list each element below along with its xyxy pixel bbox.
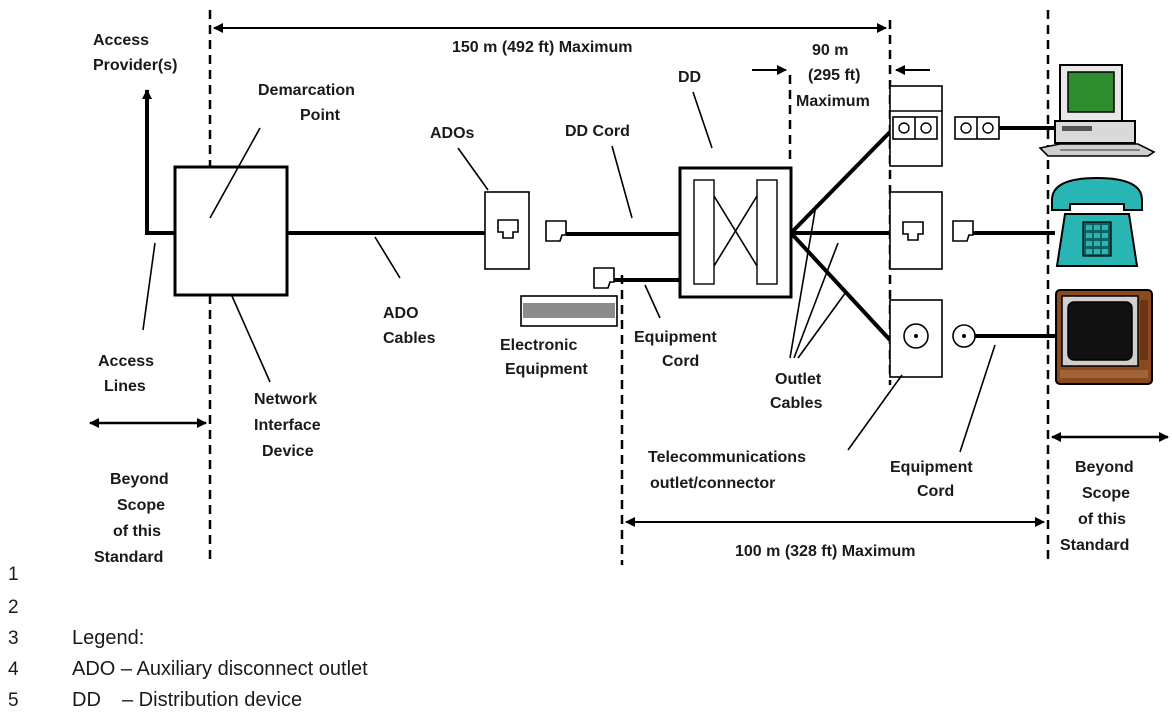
ados-label: ADOs [430,125,475,142]
equipment-cord-right-leader [959,344,996,453]
coax-center [914,334,918,338]
line-number: 1 [8,564,19,585]
beyond-left-label-2: Scope [117,497,165,514]
equipment-cord-mid-label-2: Cord [662,353,699,370]
dd-cord-plug-icon [545,220,567,242]
nid-label-3: Device [262,443,314,460]
dd-cross-connect-2 [713,195,758,267]
outlet-cables-leader-1 [789,204,817,359]
line-number: 4 [8,659,19,680]
legend-ado: ADO – Auxiliary disconnect outlet [72,658,368,680]
legend-dd-abbr: DD [72,689,101,711]
span-90m-label-3: Maximum [796,93,870,110]
dd-panel-left [693,179,715,285]
line-number: 5 [8,690,19,711]
access-provider-label-2: Provider(s) [93,57,177,74]
phone-plug-icon [952,220,974,242]
equipment-cord-mid-label-1: Equipment [634,329,717,346]
dd-panel-right [756,179,778,285]
ado-cables-leader [374,236,401,279]
port-circle [920,122,932,134]
access-provider-label-1: Access [93,32,149,49]
telecom-outlet-label-2: outlet/connector [650,475,775,492]
network-interface-device-box [173,165,289,297]
dd-label: DD [678,69,701,86]
computer-icon [1038,64,1156,157]
electronic-equipment-label-1: Electronic [500,337,577,354]
dd-cord-label: DD Cord [565,123,630,140]
outlet-cables-label-1: Outlet [775,371,822,388]
plug-circle [982,122,994,134]
ado-jack-port-icon [497,219,519,239]
line-number: 3 [8,628,19,649]
beyond-right-label-2: Scope [1082,485,1130,502]
coax-plug-center [962,334,966,338]
equipment-cord-mid-leader [644,284,661,319]
span-100m-label: 100 m (328 ft) Maximum [735,543,916,560]
outlet-cable-bottom [789,231,892,342]
outlet-cables-label-2: Cables [770,395,823,412]
beyond-left-label-3: of this [113,523,161,540]
dd-cord-leader [611,145,633,219]
ado-cables-label-1: ADO [383,305,419,322]
equipment-cord-plug-icon [593,267,615,289]
demarcation-label-1: Demarcation [258,82,355,99]
legend-title: Legend: [72,627,144,649]
telecom-jack-icon [902,221,924,241]
beyond-right-label-3: of this [1078,511,1126,528]
demarcation-label-2: Point [300,107,341,124]
dd-leader [692,91,713,149]
access-lines-label-2: Lines [104,378,146,395]
ados-leader [457,147,489,191]
outlet-cables-leader-2 [793,242,839,359]
equipment-cord-right-label-2: Cord [917,483,954,500]
television-icon [1055,289,1153,385]
plug-circle [960,122,972,134]
equipment-cord-right-label-1: Equipment [890,459,973,476]
nid-label-2: Interface [254,417,321,434]
nid-leader [231,295,271,383]
electronic-equipment-label-2: Equipment [505,361,588,378]
access-lines-leader [142,242,156,331]
outlet-cable-top [789,130,892,235]
demarcation-leader [209,127,261,219]
telecom-outlet-label-1: Telecommunications [648,449,806,466]
telecom-outlet-leader [847,374,903,451]
port-circle [898,122,910,134]
beyond-left-label-4: Standard [94,549,163,566]
span-90m-label-1: 90 m [812,42,848,59]
span-150m-label: 150 m (492 ft) Maximum [452,39,633,56]
nid-label-1: Network [254,391,317,408]
outlet-cables-leader-3 [797,291,847,359]
beyond-right-label-1: Beyond [1075,459,1134,476]
ado-cables-label-2: Cables [383,330,436,347]
legend-dd-desc: – Distribution device [122,689,302,711]
access-lines-label-1: Access [98,353,154,370]
beyond-right-label-4: Standard [1060,537,1129,554]
line-number: 2 [8,597,19,618]
span-90m-label-2: (295 ft) [808,67,860,84]
beyond-left-label-1: Beyond [110,471,169,488]
electronic-equipment-stripe [523,303,615,318]
telephone-icon [1051,176,1143,267]
